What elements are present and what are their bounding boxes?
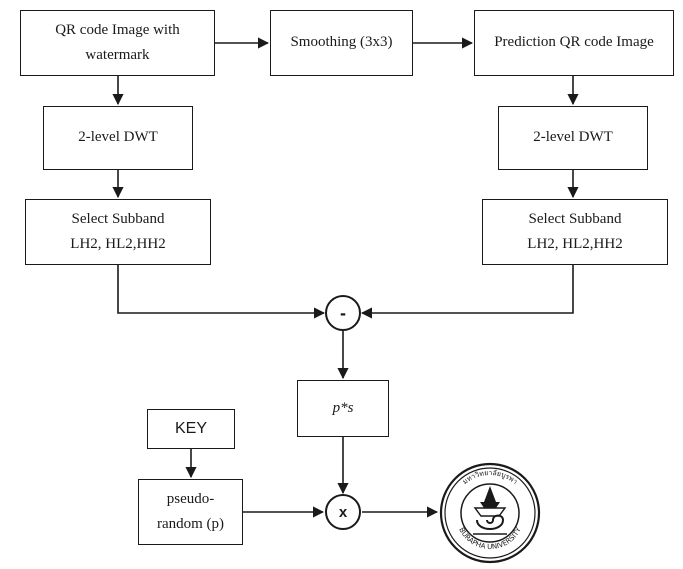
smoothing-label: Smoothing (3x3) <box>290 34 393 51</box>
edge-subband-left-to-minus <box>117 265 326 319</box>
edge-subband-right-to-minus <box>360 265 574 319</box>
multiply-operator: x <box>325 494 361 530</box>
pseudo-random-box: pseudo- random (p) <box>138 479 243 545</box>
subband-right-line-1: Select Subband <box>528 210 622 227</box>
ps-box: p*s <box>297 380 389 437</box>
ps-label: p*s <box>332 399 354 416</box>
subband-left-box: Select Subband LH2, HL2,HH2 <box>25 199 211 265</box>
prediction-box: Prediction QR code Image <box>474 10 674 76</box>
dwt-left-label: 2-level DWT <box>78 129 158 146</box>
dwt-right-box: 2-level DWT <box>498 106 648 170</box>
subband-left-line-1: Select Subband <box>71 210 165 227</box>
key-label: KEY <box>174 420 207 438</box>
multiply-operator-label: x <box>338 503 348 521</box>
key-box: KEY <box>147 409 235 449</box>
dwt-right-label: 2-level DWT <box>533 129 613 146</box>
pseudo-random-line-2: random (p) <box>156 516 225 532</box>
seal-logo-icon: มหาวิทยาลัยบูรพา BURAPHA UNIVERSITY <box>439 462 541 564</box>
minus-operator-label: - <box>340 302 346 323</box>
university-seal: มหาวิทยาลัยบูรพา BURAPHA UNIVERSITY <box>435 462 545 564</box>
minus-operator: - <box>325 295 361 331</box>
qr-watermark-line-1: QR code Image with <box>55 21 180 38</box>
pseudo-random-line-1: pseudo- <box>166 490 215 507</box>
qr-watermark-box: QR code Image with watermark <box>20 10 215 76</box>
subband-right-box: Select Subband LH2, HL2,HH2 <box>482 199 668 265</box>
dwt-left-box: 2-level DWT <box>43 106 193 170</box>
subband-right-line-2: LH2, HL2,HH2 <box>527 236 623 252</box>
subband-left-line-2: LH2, HL2,HH2 <box>70 236 166 252</box>
smoothing-box: Smoothing (3x3) <box>270 10 413 76</box>
qr-watermark-line-2: watermark <box>85 47 150 63</box>
prediction-label: Prediction QR code Image <box>494 34 654 51</box>
